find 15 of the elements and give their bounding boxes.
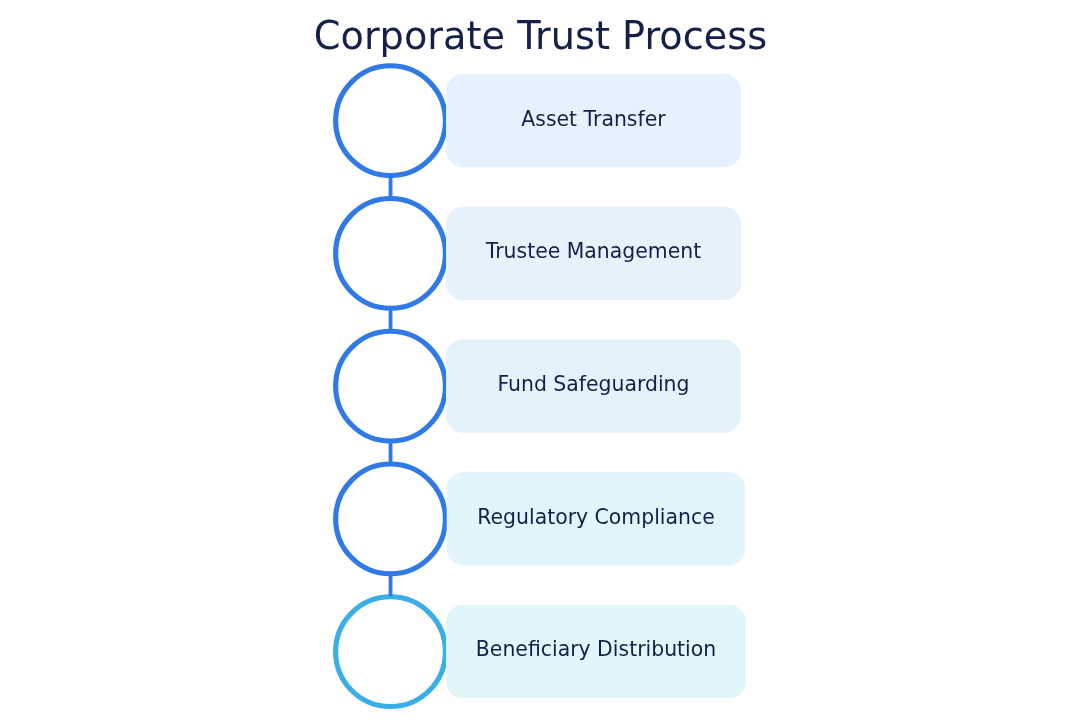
node-box: Trustee Management [445,206,741,300]
connector [388,441,392,464]
node-circle [332,196,448,311]
connector [388,308,392,331]
node-circle [332,63,448,179]
node-box: Beneficiary Distribution [445,605,746,699]
node-circle [332,328,448,444]
node-circle [332,461,448,577]
node-box: Regulatory Compliance [446,472,745,566]
diagram-title: Corporate Trust Process [313,13,767,59]
node-box: Asset Transfer [445,74,741,168]
connector [388,175,392,199]
connector [388,573,392,597]
node-box: Fund Safeguarding [445,339,741,433]
node-circle [332,594,448,710]
